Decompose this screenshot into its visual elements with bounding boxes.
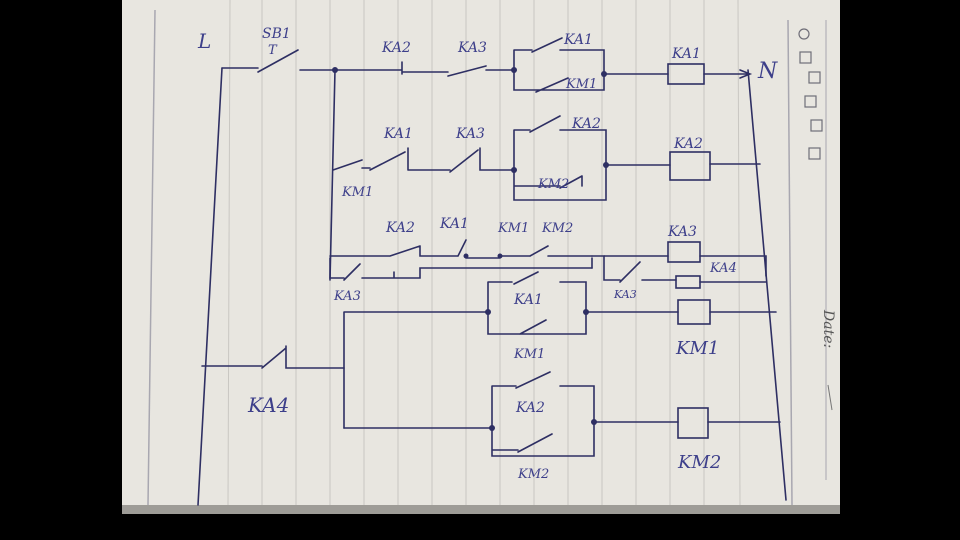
n-rail: [747, 69, 787, 501]
label-coil-ka3: KA3: [667, 224, 697, 240]
label-row5-km2: KM2: [517, 467, 549, 482]
label-ka4-contact: KA4: [247, 393, 289, 417]
label-row2-km2: KM2: [537, 177, 569, 192]
label-row3-ka3: KA3: [333, 289, 361, 304]
row3-coils-wire: [603, 255, 767, 283]
right-margin-line: [787, 19, 793, 506]
row4-feed: [343, 311, 489, 429]
date-label: Date:: [820, 309, 836, 348]
checkbox-icon: [799, 51, 812, 64]
label-sb1-sub: T: [268, 43, 278, 58]
label-row1-ka3: KA3: [457, 40, 487, 56]
coil-ka4: [675, 275, 701, 289]
label-row2-ka3: KA3: [455, 126, 485, 142]
checkbox-icon: [808, 71, 821, 84]
label-coil-ka2: KA2: [673, 136, 703, 152]
label-row4-km1: KM1: [513, 347, 545, 362]
label-row4-ka1: KA1: [513, 292, 543, 308]
label-row2-km1: KM1: [341, 185, 373, 200]
sun-icon: [798, 28, 810, 40]
checkbox-icon: [804, 95, 817, 108]
ruled-lines: [227, 0, 741, 506]
label-n-rail: N: [757, 59, 778, 84]
date-line: [827, 384, 833, 411]
label-row1-km1: KM1: [565, 77, 597, 92]
row1-wire: [221, 49, 515, 77]
coil-ka2: [669, 151, 711, 181]
row1-to-n: [703, 69, 753, 79]
row4-box: [487, 271, 587, 335]
coil-ka3: [667, 241, 701, 263]
bus-main: [329, 69, 336, 281]
label-sb1: SB1: [262, 26, 291, 42]
row3-wire: [329, 239, 593, 269]
label-row3-km1: KM1: [497, 221, 529, 236]
l-rail: [197, 67, 223, 506]
checkbox-icon: [808, 147, 821, 160]
label-row2-ka1: KA1: [383, 126, 413, 142]
label-row3-ka1: KA1: [439, 216, 469, 232]
label-coil-km2: KM2: [677, 452, 721, 473]
checkbox-icon: [810, 119, 823, 132]
label-row3-ka3-hold: KA3: [613, 288, 637, 301]
junction-dots: [332, 67, 609, 431]
left-margin-line: [147, 9, 156, 506]
row1-hold-box: [513, 37, 605, 93]
label-row1-ka1-hold: KA1: [563, 32, 593, 48]
label-coil-ka4: KA4: [709, 261, 737, 276]
margin-icons: [798, 28, 823, 160]
row2-hold-box: [513, 115, 607, 201]
label-coil-km1: KM1: [675, 338, 719, 359]
coil-km2: [677, 407, 709, 439]
row5-box: [491, 371, 595, 457]
row3-ka3-hold: [329, 257, 593, 281]
label-row3-km2: KM2: [541, 221, 573, 236]
label-coil-ka1: KA1: [671, 46, 701, 62]
label-l-rail: L: [197, 29, 211, 53]
row2-wire: [332, 147, 515, 173]
label-row3-ka2: KA2: [385, 220, 415, 236]
ka4-contact-wire: [201, 345, 345, 369]
label-row1-ka2: KA2: [381, 40, 411, 56]
row3-branch: [591, 255, 677, 283]
circuit: [197, 37, 787, 506]
label-row5-ka2: KA2: [515, 400, 545, 416]
label-row2-ka2-hold: KA2: [571, 116, 601, 132]
page-shadow: [122, 505, 840, 514]
